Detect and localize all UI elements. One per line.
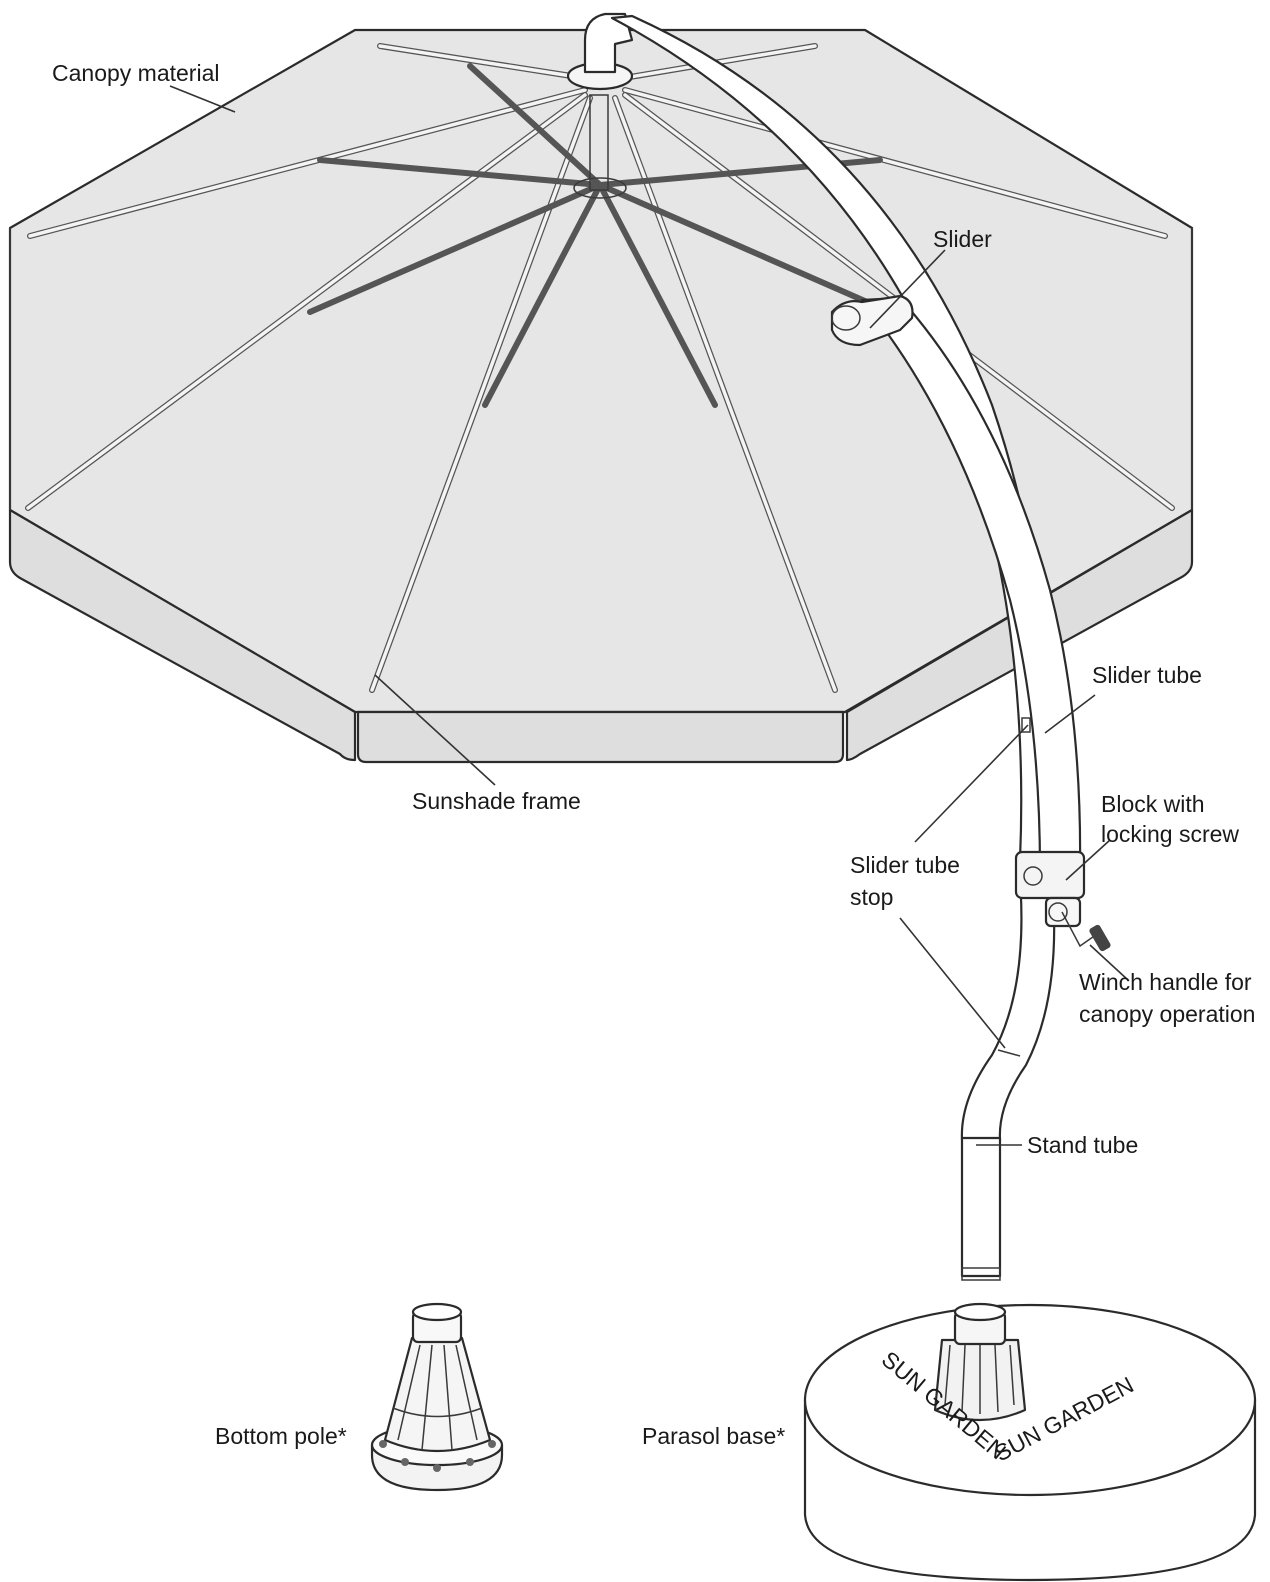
canopy-valance-left xyxy=(8,508,357,762)
locking-screw xyxy=(1023,866,1043,886)
label-bottom-pole: Bottom pole* xyxy=(215,1423,347,1449)
base-disc-top xyxy=(803,1303,1257,1497)
label-stand-tube: Stand tube xyxy=(1027,1132,1138,1158)
label-slider: Slider xyxy=(933,226,992,252)
labels: Canopy material Slider Slider tube Block… xyxy=(52,60,1255,1449)
elbow-joint xyxy=(583,12,634,74)
label-locking-screw: locking screw xyxy=(1101,821,1239,847)
canopy-valance-front xyxy=(356,710,845,764)
locking-block xyxy=(1014,850,1086,900)
bottom-pole xyxy=(370,1302,504,1492)
label-sunshade-frame: Sunshade frame xyxy=(412,788,581,814)
label-canopy-material: Canopy material xyxy=(52,60,219,86)
runner-hub xyxy=(573,177,627,199)
stand-tube xyxy=(960,1136,1002,1278)
parasol-base: SUN GARDEN SUN GARDEN xyxy=(803,1302,1257,1582)
arm-assembly xyxy=(610,14,1111,1281)
label-slider-tube-stop-1: Slider tube xyxy=(850,852,960,878)
label-slider-tube-stop-2: stop xyxy=(850,884,893,910)
slider-collar xyxy=(830,294,914,347)
slider-tube-stop-mark xyxy=(1021,717,1031,733)
leader-lines xyxy=(169,85,1129,1146)
label-winch-2: canopy operation xyxy=(1079,1001,1255,1027)
lower-tube xyxy=(960,878,1056,1142)
label-parasol-base: Parasol base* xyxy=(642,1423,785,1449)
label-block-with: Block with xyxy=(1101,791,1205,817)
center-pole xyxy=(589,94,609,191)
label-winch-1: Winch handle for xyxy=(1079,969,1252,995)
label-slider-tube: Slider tube xyxy=(1092,662,1202,688)
